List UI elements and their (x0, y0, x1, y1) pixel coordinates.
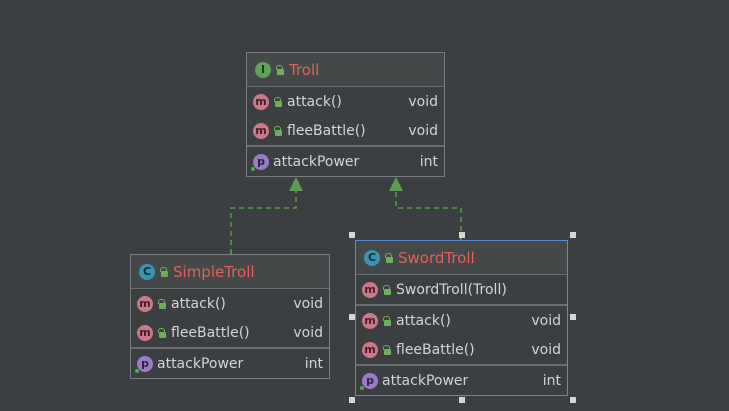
sword-troll-method-row[interactable]: m attack() void (356, 306, 567, 335)
public-visibility-icon (273, 96, 283, 107)
constructor-name: SwordTroll(Troll) (396, 281, 507, 298)
public-visibility-icon (382, 315, 392, 326)
field-dot-icon (360, 385, 364, 390)
simple-troll-title: SimpleTroll (173, 262, 255, 281)
method-return-type: void (293, 295, 323, 312)
troll-interface-node[interactable]: I Troll m attack() void m fleeBattle() v… (246, 52, 445, 177)
public-visibility-icon (159, 266, 169, 277)
simple-troll-method-row[interactable]: m attack() void (131, 289, 329, 318)
sword-troll-title: SwordTroll (398, 248, 475, 267)
public-visibility-icon (157, 327, 167, 338)
field-type: int (419, 153, 438, 170)
simple-troll-implements-edge[interactable] (230, 190, 297, 254)
sword-troll-header: C SwordTroll (356, 241, 567, 275)
field-dot-icon (251, 166, 255, 171)
simple-troll-class-node[interactable]: C SimpleTroll m attack() void m fleeBatt… (130, 254, 330, 379)
resize-handle-top-right[interactable] (570, 232, 576, 238)
public-visibility-icon (384, 252, 394, 263)
section-divider (131, 347, 329, 349)
method-return-type: void (531, 312, 561, 329)
troll-header: I Troll (247, 53, 444, 87)
sword-troll-implements-edge[interactable] (395, 190, 462, 240)
property-icon: p (360, 372, 378, 390)
method-return-type: void (408, 122, 438, 139)
method-return-type: void (531, 341, 561, 358)
method-icon: m (253, 122, 269, 139)
simple-troll-header: C SimpleTroll (131, 255, 329, 289)
public-visibility-icon (382, 344, 392, 355)
method-name: fleeBattle() (396, 341, 475, 358)
public-visibility-icon (382, 284, 392, 295)
method-name: attack() (287, 93, 342, 110)
property-icon: p (135, 355, 153, 373)
troll-title: Troll (289, 60, 320, 79)
section-divider (247, 145, 444, 147)
section-divider (356, 364, 567, 366)
simple-troll-method-row[interactable]: m fleeBattle() void (131, 318, 329, 347)
sword-troll-arrowhead (389, 177, 403, 191)
simple-troll-field-row[interactable]: p attackPower int (131, 349, 329, 378)
class-icon: C (364, 249, 380, 266)
sword-troll-class-node[interactable]: C SwordTroll m SwordTroll(Troll) m attac… (355, 240, 568, 396)
field-name: attackPower (273, 153, 360, 170)
field-name: attackPower (382, 372, 469, 389)
section-divider (356, 304, 567, 306)
method-icon: m (362, 341, 378, 358)
resize-handle-bottom-right[interactable] (570, 397, 576, 403)
method-return-type: void (408, 93, 438, 110)
field-dot-icon (135, 368, 139, 373)
simple-troll-arrowhead (289, 177, 303, 191)
interface-icon: I (255, 61, 271, 78)
method-name: attack() (396, 312, 451, 329)
sword-troll-method-row[interactable]: m fleeBattle() void (356, 335, 567, 364)
method-icon: m (137, 324, 153, 341)
troll-field-row[interactable]: p attackPower int (247, 147, 444, 176)
public-visibility-icon (275, 64, 285, 75)
method-icon: m (362, 312, 378, 329)
method-name: fleeBattle() (287, 122, 366, 139)
troll-method-row[interactable]: m attack() void (247, 87, 444, 116)
resize-handle-left[interactable] (349, 314, 355, 320)
resize-handle-top[interactable] (459, 232, 465, 238)
class-icon: C (139, 263, 155, 280)
method-name: fleeBattle() (171, 324, 250, 341)
public-visibility-icon (273, 125, 283, 136)
property-icon: p (251, 153, 269, 171)
method-return-type: void (293, 324, 323, 341)
sword-troll-constructor-row[interactable]: m SwordTroll(Troll) (356, 275, 567, 304)
sword-troll-field-row[interactable]: p attackPower int (356, 366, 567, 395)
field-name: attackPower (157, 355, 244, 372)
field-type: int (542, 372, 561, 389)
resize-handle-right[interactable] (570, 314, 576, 320)
method-icon: m (253, 93, 269, 110)
method-name: attack() (171, 295, 226, 312)
public-visibility-icon (157, 298, 167, 309)
method-icon: m (137, 295, 153, 312)
resize-handle-bottom-left[interactable] (349, 397, 355, 403)
troll-method-row[interactable]: m fleeBattle() void (247, 116, 444, 145)
method-icon: m (362, 281, 378, 298)
resize-handle-top-left[interactable] (349, 232, 355, 238)
field-type: int (304, 355, 323, 372)
resize-handle-bottom[interactable] (459, 397, 465, 403)
